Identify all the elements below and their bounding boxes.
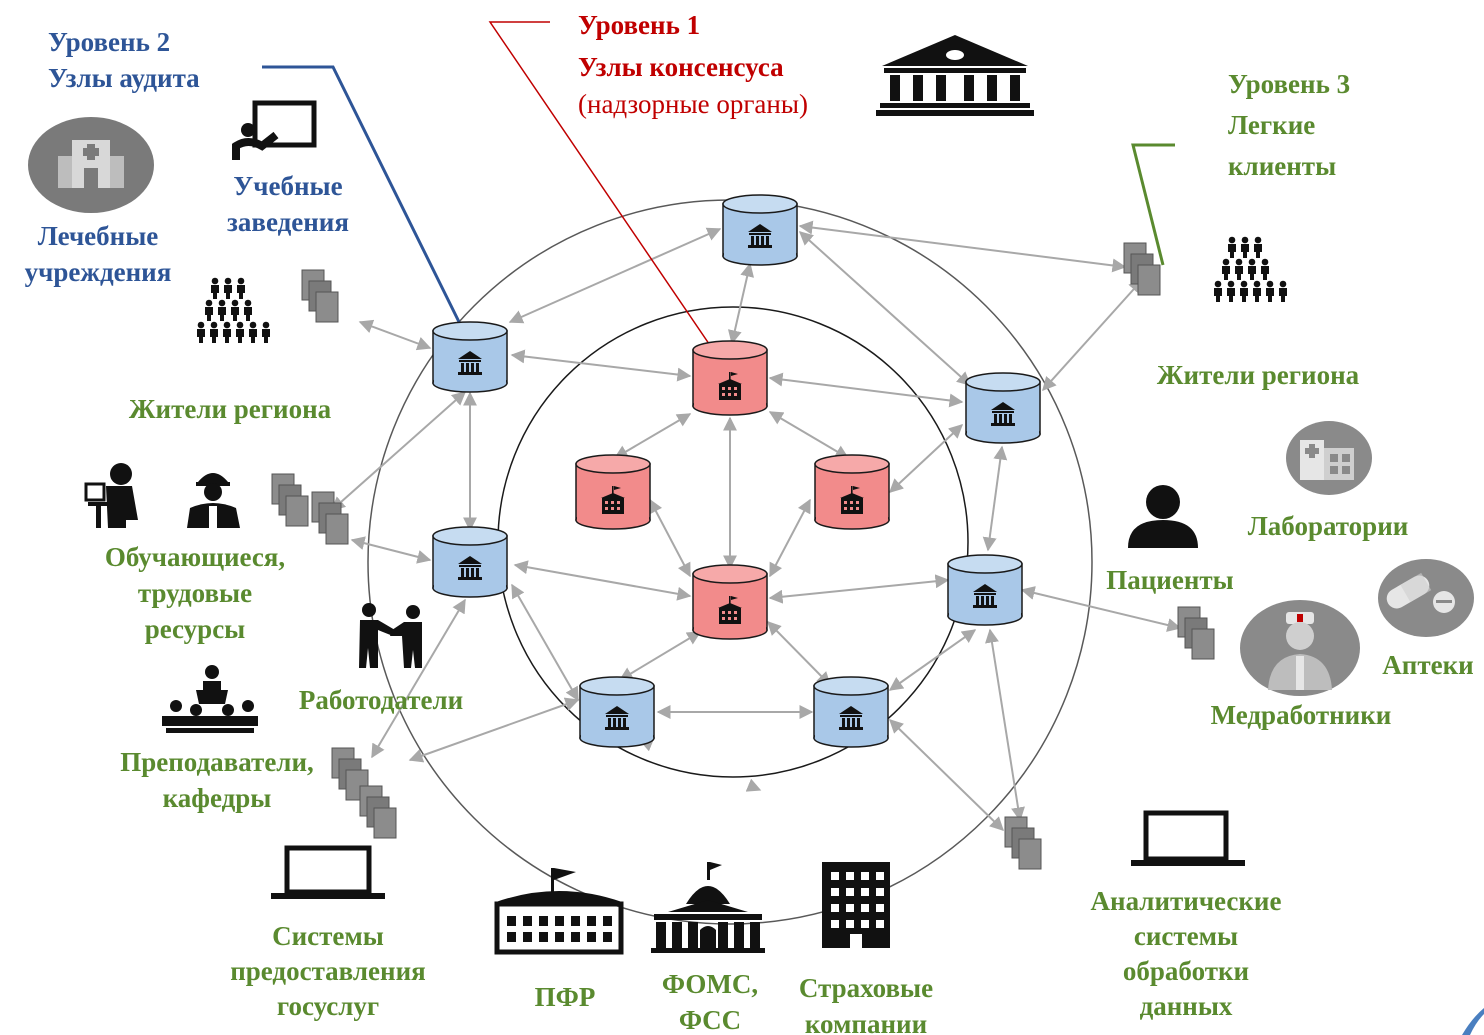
label-line: заведения xyxy=(227,207,349,237)
label-line: кафедры xyxy=(162,783,272,813)
level1-note: (надзорные органы) xyxy=(578,89,808,119)
audit-node-bottom-right[interactable] xyxy=(813,676,889,748)
construction-worker-icon xyxy=(187,473,240,528)
employers-label: Работодатели xyxy=(298,685,464,715)
label-line: госуслуг xyxy=(276,991,380,1021)
label-line: ФОМС, xyxy=(640,966,780,1002)
consensus-node-top[interactable] xyxy=(692,340,768,416)
laptop-icon xyxy=(271,845,385,899)
pills-icon xyxy=(1378,559,1474,637)
label-line: Обучающиеся, xyxy=(104,542,286,572)
teacher-board-icon xyxy=(232,100,317,160)
foms-fss-label: ФОМС, ФСС xyxy=(640,966,780,1035)
level2-title: Уровень 2 xyxy=(48,27,171,57)
level2-pointer-line xyxy=(262,65,465,331)
label-line: ресурсы xyxy=(144,614,246,644)
label-line: системы xyxy=(1133,921,1239,951)
label-line: Преподаватели, xyxy=(120,747,314,777)
medical-institutions-label: Лечебные учреждения xyxy=(8,218,188,290)
level2-label: Уровень 2 Узлы аудита xyxy=(48,24,200,96)
pharmacies-label: Аптеки xyxy=(1382,650,1474,680)
hospital-icon xyxy=(28,117,154,213)
label-line: Учебные xyxy=(233,171,343,201)
document-stack-icon[interactable] xyxy=(271,473,309,527)
foms-text: ФОМС, xyxy=(661,969,759,999)
educational-institutions-label: Учебные заведения xyxy=(208,168,368,240)
label-line: Лечебные xyxy=(37,221,159,251)
corner-swoosh xyxy=(1462,1008,1484,1035)
level1-label: Уровень 1 Узлы консенсуса (надзорные орг… xyxy=(578,4,808,120)
level1-subtitle: Узлы консенсуса xyxy=(578,52,784,82)
lecture-icon xyxy=(162,665,258,733)
level3-pointer-line xyxy=(1131,143,1175,266)
pfr-building-icon xyxy=(494,868,624,955)
document-stack-icon[interactable] xyxy=(1004,816,1042,870)
consensus-node-right[interactable] xyxy=(814,454,890,530)
audit-node-top[interactable] xyxy=(722,194,798,266)
analytics-systems-label: Аналитические системы обработки данных xyxy=(1066,884,1306,1024)
office-tower-icon xyxy=(822,862,890,948)
person-icon xyxy=(1128,485,1198,548)
domed-building-icon xyxy=(651,862,765,953)
laptop-icon xyxy=(1131,810,1245,866)
label-line: данных xyxy=(1139,991,1233,1021)
residents-right-label: Жители региона xyxy=(1156,360,1360,390)
audit-node-lower-left[interactable] xyxy=(432,526,508,598)
audit-node-lower-right[interactable] xyxy=(947,554,1023,626)
crowd-icon xyxy=(1214,237,1287,302)
label-line: компании xyxy=(804,1009,928,1035)
doctor-icon xyxy=(1240,600,1360,696)
laboratories-label: Лаборатории xyxy=(1247,511,1409,541)
government-building-icon xyxy=(876,35,1034,116)
residents-left-label: Жители региона xyxy=(128,394,332,424)
office-worker-icon xyxy=(84,463,138,528)
document-stack-icon[interactable] xyxy=(1123,242,1161,296)
document-stack-icon[interactable] xyxy=(359,785,397,839)
level1-pointer-line xyxy=(488,21,721,361)
audit-node-bottom-left[interactable] xyxy=(579,676,655,748)
consensus-node-bottom[interactable] xyxy=(692,564,768,640)
level1-title: Уровень 1 xyxy=(578,10,701,40)
learners-label: Обучающиеся, трудовые ресурсы xyxy=(75,539,315,647)
medical-staff-label: Медработники xyxy=(1210,700,1392,730)
laboratory-icon xyxy=(1286,421,1372,495)
insurance-companies-label: Страховые компании xyxy=(776,970,956,1035)
label-line: учреждения xyxy=(24,257,172,287)
label-line: предоставления xyxy=(230,956,426,986)
level3-label: Уровень 3 Легкие клиенты xyxy=(1228,64,1350,187)
document-stack-icon[interactable] xyxy=(1177,606,1215,660)
level2-subtitle: Узлы аудита xyxy=(48,63,200,93)
level3-line2: клиенты xyxy=(1228,151,1337,181)
teachers-label: Преподаватели, кафедры xyxy=(92,744,342,816)
patients-label: Пациенты xyxy=(1106,565,1234,595)
audit-node-upper-right[interactable] xyxy=(965,372,1041,444)
label-line: трудовые xyxy=(137,578,253,608)
pfr-label: ПФР xyxy=(534,982,596,1012)
audit-node-upper-left[interactable] xyxy=(432,321,508,393)
label-line: обработки xyxy=(1122,956,1250,986)
consensus-node-left[interactable] xyxy=(575,454,651,530)
label-line: Системы xyxy=(272,921,384,951)
gov-services-label: Системы предоставления госуслуг xyxy=(200,919,456,1024)
crowd-icon xyxy=(197,278,270,343)
handshake-icon xyxy=(359,603,422,668)
level3-line1: Легкие xyxy=(1228,110,1316,140)
label-line: Аналитические xyxy=(1090,886,1282,916)
connection-arrows xyxy=(330,220,1182,831)
document-stack-icon[interactable] xyxy=(301,269,339,323)
level3-title: Уровень 3 xyxy=(1228,69,1351,99)
label-line: Страховые xyxy=(798,973,934,1003)
label-line: ФСС xyxy=(678,1005,742,1035)
